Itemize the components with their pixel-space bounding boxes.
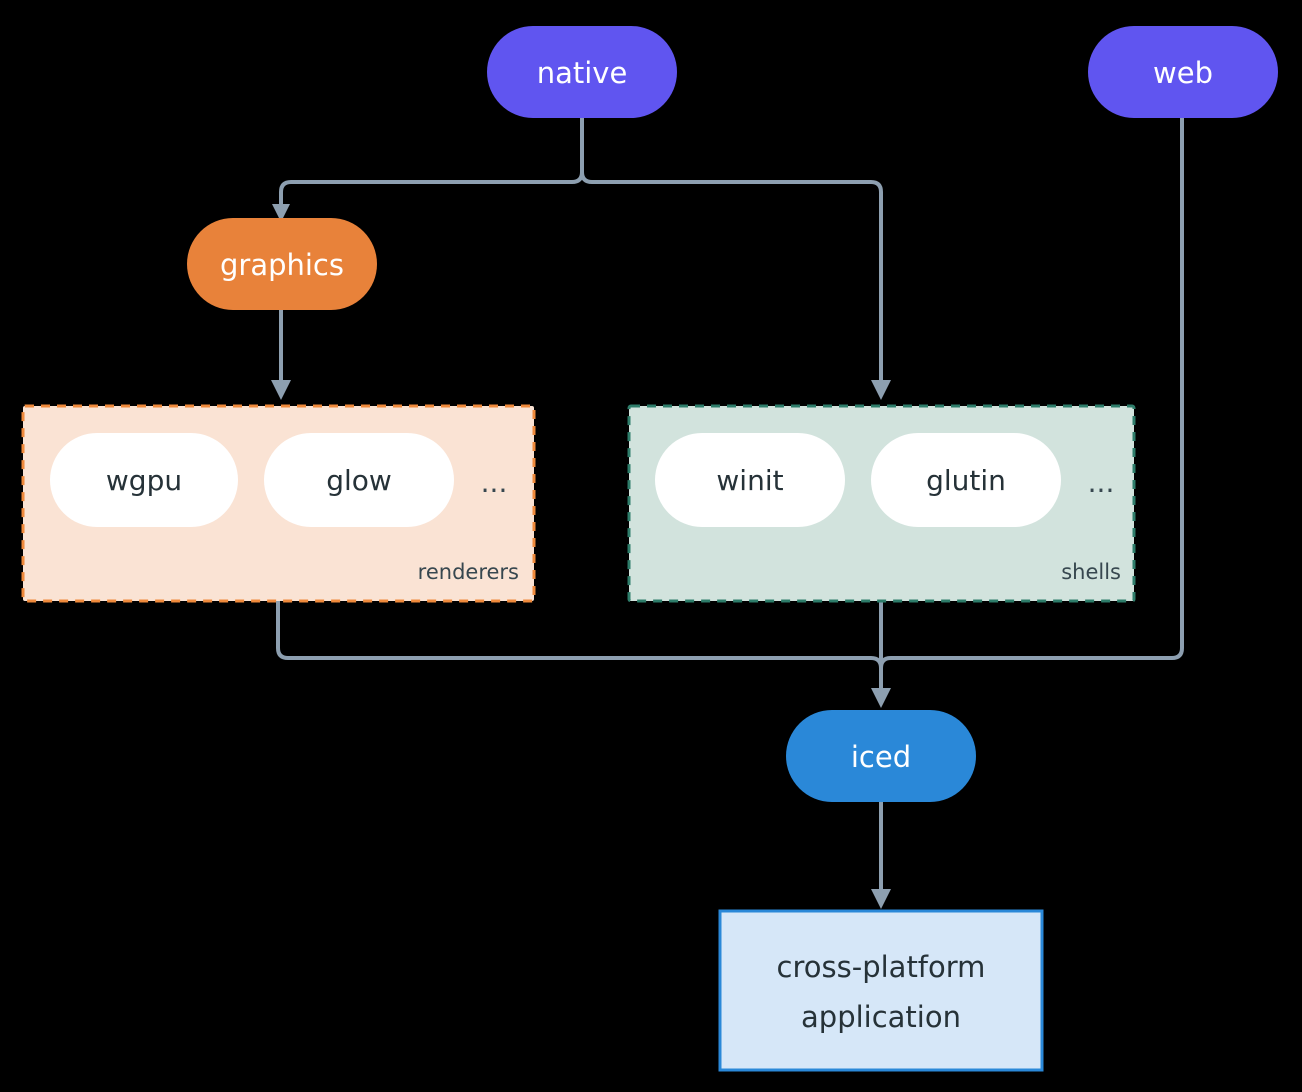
node-iced[interactable]: iced bbox=[786, 710, 976, 802]
pill-wgpu[interactable]: wgpu bbox=[50, 433, 238, 527]
node-application[interactable]: cross-platform application bbox=[718, 909, 1044, 1072]
node-application-shape bbox=[718, 909, 1044, 1072]
pill-glutin-shape bbox=[871, 433, 1061, 527]
arrowhead-native-to-graphics bbox=[272, 204, 290, 222]
node-web-shape bbox=[1088, 26, 1278, 118]
edge-web-to-iced bbox=[879, 118, 1184, 690]
arrowhead-native-to-shells bbox=[871, 380, 891, 400]
node-native-shape bbox=[487, 26, 677, 118]
node-application-label-line1: cross-platform bbox=[777, 950, 986, 984]
node-web[interactable]: web bbox=[1088, 26, 1278, 118]
arrowhead-iced-to-application bbox=[871, 889, 891, 909]
edge-renderers-to-iced bbox=[276, 601, 883, 690]
pill-wgpu-label: wgpu bbox=[106, 464, 182, 497]
node-application-label-line2: application bbox=[801, 1000, 961, 1034]
pill-wgpu-shape bbox=[50, 433, 238, 527]
pill-glow[interactable]: glow bbox=[264, 433, 454, 527]
node-iced-label: iced bbox=[851, 740, 911, 774]
pill-glow-shape bbox=[264, 433, 454, 527]
pill-glow-label: glow bbox=[326, 464, 392, 497]
node-graphics-shape bbox=[187, 218, 377, 310]
shells-ellipsis: ... bbox=[1088, 466, 1115, 499]
cluster-shells-label: shells bbox=[1061, 560, 1121, 584]
cluster-renderers-label: renderers bbox=[418, 560, 519, 584]
pill-winit[interactable]: winit bbox=[655, 433, 845, 527]
pill-winit-shape bbox=[655, 433, 845, 527]
pill-winit-label: winit bbox=[716, 464, 783, 497]
node-native-label: native bbox=[537, 56, 628, 90]
renderers-ellipsis: ... bbox=[481, 466, 508, 499]
cluster-shells: winit glutin ... shells bbox=[627, 404, 1136, 603]
node-native[interactable]: native bbox=[487, 26, 677, 118]
edge-layer bbox=[271, 118, 1184, 909]
node-web-label: web bbox=[1153, 56, 1213, 90]
pill-glutin[interactable]: glutin bbox=[871, 433, 1061, 527]
node-graphics[interactable]: graphics bbox=[187, 218, 377, 310]
node-graphics-label: graphics bbox=[220, 248, 344, 282]
arrowhead-graphics-to-renderers bbox=[271, 380, 291, 400]
pill-glutin-label: glutin bbox=[926, 464, 1006, 497]
edge-native-to-shells bbox=[580, 118, 883, 382]
cluster-renderers: wgpu glow ... renderers bbox=[21, 404, 536, 603]
arrowhead-merge-to-iced bbox=[871, 688, 891, 708]
node-iced-shape bbox=[786, 710, 976, 802]
edge-native-to-graphics bbox=[279, 118, 584, 206]
